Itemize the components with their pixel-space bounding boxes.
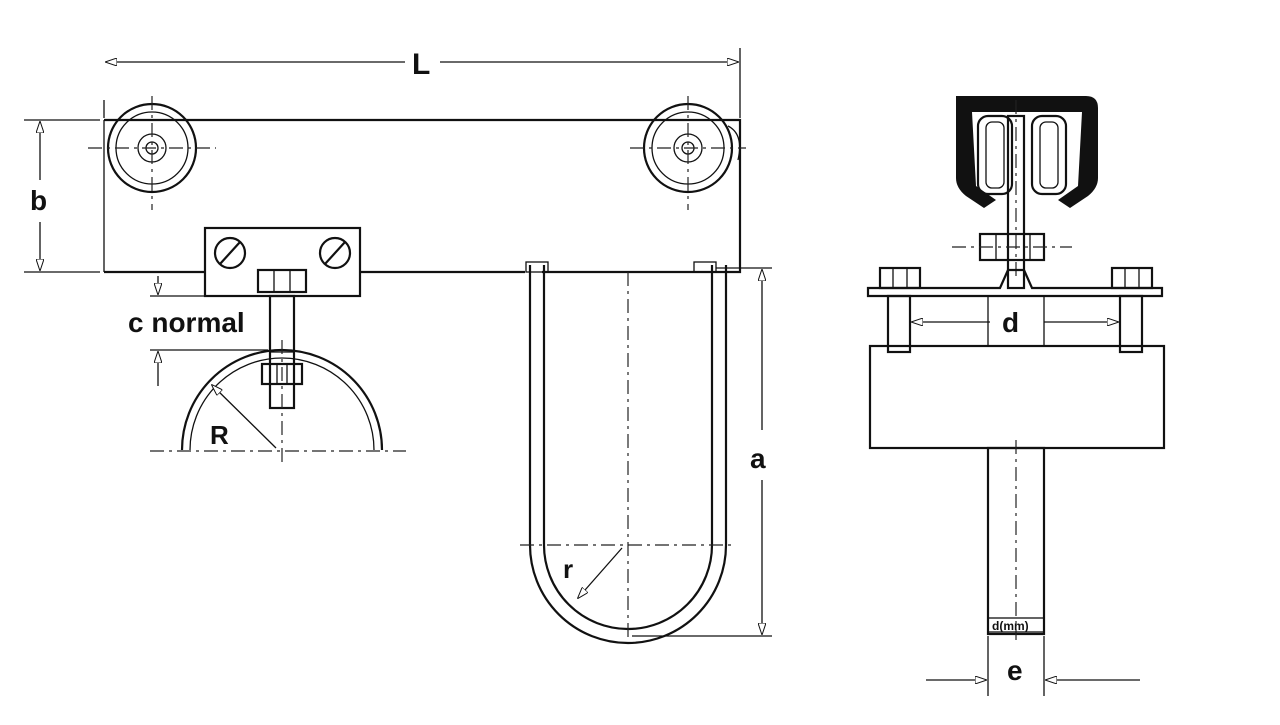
left-bolt bbox=[878, 266, 922, 354]
label-loop-radius: r bbox=[563, 554, 573, 584]
trolley-front-view: d d(mm) e bbox=[866, 96, 1166, 696]
label-loop-depth: a bbox=[750, 443, 766, 474]
label-rod-width: e bbox=[1007, 655, 1023, 686]
trolley-side-view: R r L b c normal bbox=[24, 48, 772, 645]
label-clearance: c normal bbox=[128, 307, 245, 338]
clamp-block bbox=[868, 344, 1166, 450]
label-cable-radius: R bbox=[210, 420, 229, 450]
right-wheel bbox=[630, 96, 746, 210]
label-length: L bbox=[412, 48, 430, 81]
u-loop-hanger bbox=[520, 261, 736, 645]
rod-tip-marking: d(mm) bbox=[992, 619, 1029, 633]
label-height: b bbox=[30, 185, 47, 216]
trolley-plate bbox=[104, 118, 742, 274]
right-bolt bbox=[1110, 266, 1154, 354]
left-wheel bbox=[88, 96, 216, 210]
label-bolt-spacing: d bbox=[1002, 307, 1019, 338]
rail-profile bbox=[956, 96, 1098, 208]
